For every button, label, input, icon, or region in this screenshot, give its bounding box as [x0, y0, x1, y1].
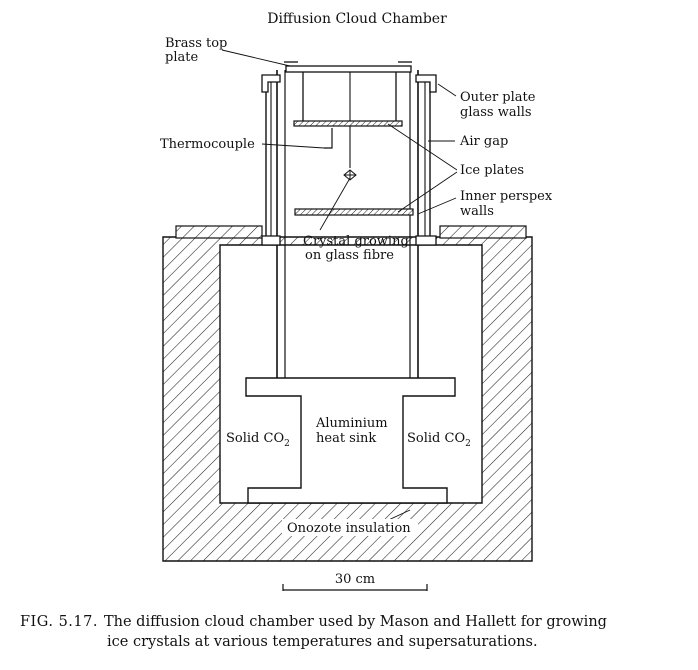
insulation-label-bg — [282, 519, 418, 536]
top-ledge-right — [439, 225, 527, 239]
figure-number: FIG. 5.17. — [20, 614, 98, 630]
thermocouple-probe — [324, 128, 333, 149]
leader-brass-top — [221, 49, 291, 67]
label-solid-co2-left: Solid CO2 — [226, 431, 290, 449]
label-glass-fibre: on glass fibre — [305, 248, 394, 263]
label-crystal-growing: Crystal growing — [303, 234, 409, 249]
label-solid-co2-right: Solid CO2 — [407, 431, 471, 449]
diagram-title: Diffusion Cloud Chamber — [267, 11, 447, 27]
onozote-insulation — [162, 236, 533, 562]
leader-ice-bottom — [397, 171, 458, 213]
outer-plate-right-bottom — [415, 235, 437, 246]
aluminium-heat-sink — [245, 377, 456, 504]
figure-caption-line-1: FIG. 5.17.The diffusion cloud chamber us… — [20, 614, 607, 630]
label-scale: 30 cm — [335, 572, 375, 587]
leader-outer-plate — [437, 83, 457, 97]
outer-plate-right-top — [415, 74, 437, 93]
label-heat-sink: heat sink — [316, 431, 376, 446]
label-aluminium: Aluminium — [315, 416, 388, 431]
ice-plate-bottom — [294, 208, 414, 216]
label-inner-perspex: Inner perspex — [460, 189, 553, 204]
figure-caption-line-2: ice crystals at various temperatures and… — [107, 634, 538, 650]
label-air-gap: Air gap — [459, 134, 508, 149]
label-insulation: Onozote insulation — [287, 521, 411, 536]
leader-ice-top — [387, 123, 458, 171]
label-thermocouple: Thermocouple — [160, 137, 255, 152]
ice-plate-top — [293, 120, 403, 127]
label-outer-plate: Outer plate — [460, 90, 536, 105]
leader-thermocouple — [261, 143, 325, 149]
label-brass-top: Brass top — [165, 36, 227, 51]
leader-crystal — [319, 177, 351, 231]
outer-plate-left-bottom — [261, 235, 281, 246]
label-walls: walls — [460, 204, 494, 219]
label-ice-plates: Ice plates — [460, 163, 524, 178]
label-brass-plate: plate — [165, 50, 198, 65]
top-ledge-left — [175, 225, 263, 239]
brass-top-plate — [285, 65, 412, 73]
label-glass-walls: glass walls — [460, 105, 532, 120]
outer-plate-left-top — [261, 74, 281, 93]
leader-inner-perspex — [417, 197, 457, 215]
